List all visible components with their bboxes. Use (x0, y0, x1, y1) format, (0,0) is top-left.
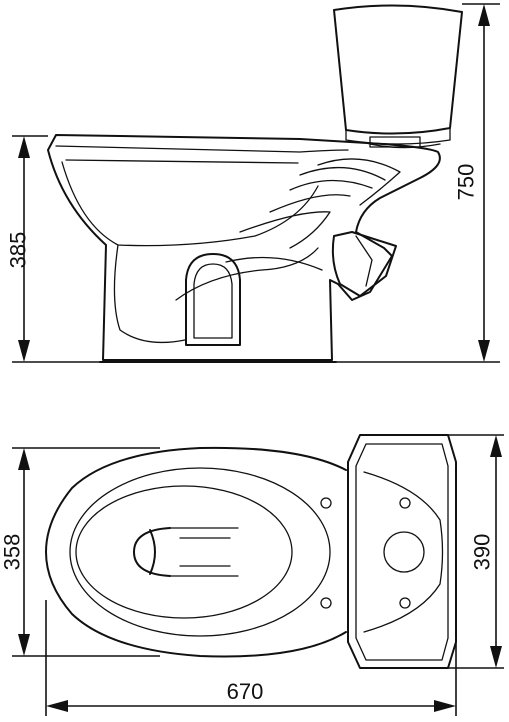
top-bowl-opening (75, 485, 293, 619)
dim-385: 385 (6, 135, 100, 363)
top-flush-button-hole (383, 531, 425, 573)
top-view (45, 434, 457, 669)
dim-390: 390 (448, 434, 504, 669)
top-flush-channel (133, 527, 239, 577)
top-fixing-hole (399, 597, 411, 609)
dim-390-label: 390 (470, 534, 495, 571)
side-view (47, 4, 463, 363)
side-outlet (331, 231, 397, 297)
top-fixing-hole (320, 597, 332, 609)
dim-358-label: 358 (0, 534, 25, 571)
top-fixing-hole (320, 497, 332, 509)
dim-750-label: 750 (454, 164, 479, 201)
dim-670-label: 670 (227, 679, 264, 704)
dim-358: 358 (0, 447, 160, 657)
dim-670: 670 (45, 600, 457, 716)
dim-750: 750 (336, 3, 500, 363)
top-tank (347, 434, 457, 669)
side-bowl-outline (47, 134, 441, 361)
side-base-opening (185, 253, 241, 346)
top-fixing-hole (399, 497, 411, 509)
top-bowl-outline (45, 446, 347, 658)
dim-385-label: 385 (6, 232, 31, 269)
top-seat-ring (69, 467, 331, 637)
side-tank (333, 4, 463, 149)
